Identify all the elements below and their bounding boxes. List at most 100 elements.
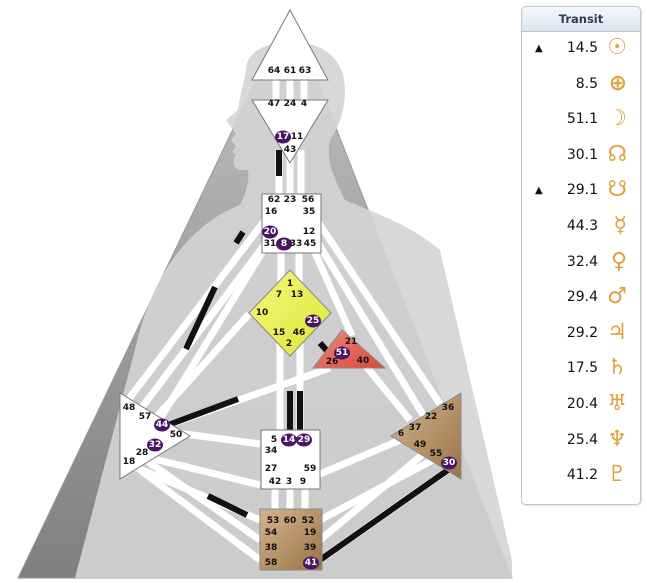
transit-row: 8.5 ⊕ [522,68,640,104]
gate-41[interactable]: 41 [305,558,318,568]
gate-2[interactable]: 2 [286,339,292,349]
gate-50[interactable]: 50 [170,430,183,440]
gate-56[interactable]: 56 [302,195,315,205]
gate-29[interactable]: 29 [298,435,311,445]
gate-17-highlight [275,130,291,144]
transit-row: 41.2♇ [522,459,640,495]
gate-19[interactable]: 19 [304,528,317,538]
transit-row: 51.1☽ [522,103,640,139]
gate-55[interactable]: 55 [430,449,443,459]
gate-labels: 1234567891011121314151617181920212223242… [123,66,457,570]
gate-43[interactable]: 43 [284,145,297,155]
gate-13[interactable]: 13 [291,290,304,300]
gate-30[interactable]: 30 [443,458,456,468]
transit-row: ▲29.1☋ [522,174,640,210]
transit-marker: ▲ [535,185,543,197]
gate-53[interactable]: 53 [267,516,280,526]
gate-39[interactable]: 39 [304,543,317,553]
gate-54[interactable]: 54 [265,528,278,538]
gate-38[interactable]: 38 [265,543,278,553]
ajna-center [251,99,329,164]
neptune-icon: ♆ [607,426,627,452]
gate-62[interactable]: 62 [268,195,281,205]
gate-16[interactable]: 16 [265,207,278,217]
gate-20[interactable]: 20 [264,227,277,237]
gate-11[interactable]: 11 [291,132,304,142]
gate-45[interactable]: 45 [304,239,317,249]
gate-10[interactable]: 10 [256,308,269,318]
transit-value: 29.2 [566,324,598,341]
gate-23[interactable]: 23 [284,195,297,205]
earth-icon: ⊕ [608,70,627,96]
transit-value: 30.1 [566,146,598,163]
gate-44-highlight [154,418,170,432]
transit-row: 20.4♅ [522,388,640,424]
transit-value: 20.4 [566,395,598,412]
gate-8[interactable]: 8 [281,239,287,249]
gate-47[interactable]: 47 [268,99,281,109]
gate-36[interactable]: 36 [442,403,455,413]
gate-14[interactable]: 14 [283,435,296,445]
gate-31[interactable]: 31 [264,239,277,249]
bodygraph-svg: 1234567891011121314151617181920212223242… [17,8,513,579]
gate-6[interactable]: 6 [398,429,404,439]
gate-26[interactable]: 26 [326,357,339,367]
gate-40[interactable]: 40 [357,356,370,366]
gate-7[interactable]: 7 [276,290,282,300]
gate-15[interactable]: 15 [273,328,286,338]
gate-33[interactable]: 33 [290,239,303,249]
gate-46[interactable]: 46 [293,328,306,338]
gate-60[interactable]: 60 [284,516,297,526]
gate-49[interactable]: 49 [414,440,427,450]
gate-3[interactable]: 3 [286,477,292,487]
transit-row: 29.4 ♂ [522,281,640,317]
gate-17[interactable]: 17 [277,132,290,142]
gate-25-highlight [305,314,321,328]
transit-value: 41.2 [566,467,598,484]
gate-25[interactable]: 25 [307,316,320,326]
transit-value: 14.5 [566,40,598,56]
solar-plexus-center [390,392,462,480]
gate-58[interactable]: 58 [265,558,278,568]
gate-32-highlight [147,438,163,452]
gate-34[interactable]: 34 [265,446,278,456]
gate-18[interactable]: 18 [123,457,136,467]
gate-42[interactable]: 42 [269,477,282,487]
gate-44[interactable]: 44 [156,420,169,430]
transit-list: ▲14.5☉8.5⊕51.1☽30.1☊▲29.1☋44.3☿32.4♀29.4… [522,32,640,495]
gate-21[interactable]: 21 [345,337,358,347]
gate-14-highlight [281,433,297,447]
gate-28[interactable]: 28 [136,448,149,458]
mars-icon: ♂ [607,284,627,310]
gate-61[interactable]: 61 [284,66,297,76]
gate-52[interactable]: 52 [302,516,315,526]
gate-48[interactable]: 48 [123,403,136,413]
gate-35[interactable]: 35 [303,207,316,217]
transit-value: 32.4 [566,253,598,270]
gate-24[interactable]: 24 [284,99,297,109]
transit-value: 44.3 [566,217,598,234]
transit-panel: Transit ▲14.5☉8.5⊕51.1☽30.1☊▲29.1☋44.3☿3… [521,6,641,505]
moon-icon: ☽ [607,106,627,132]
gate-64[interactable]: 64 [268,66,281,76]
gate-63[interactable]: 63 [299,66,312,76]
gate-12[interactable]: 12 [303,227,316,237]
gate-9[interactable]: 9 [300,477,306,487]
gate-51[interactable]: 51 [336,348,349,358]
gate-57[interactable]: 57 [139,412,152,422]
gate-22[interactable]: 22 [425,412,438,422]
head-center [251,8,329,81]
transit-row: 17.5♄ [522,352,640,388]
gate-32[interactable]: 32 [149,440,162,450]
gate-5[interactable]: 5 [271,435,277,445]
gate-41-highlight [303,556,319,570]
transit-value: 8.5 [575,75,598,92]
gate-27[interactable]: 27 [265,464,278,474]
gate-1[interactable]: 1 [287,279,293,289]
transit-row: 30.1☊ [522,139,640,175]
spleen-center [119,392,191,480]
gate-59[interactable]: 59 [304,464,317,474]
transit-value: 29.4 [566,289,598,306]
gate-37[interactable]: 37 [409,423,422,433]
gate-4[interactable]: 4 [301,99,307,109]
